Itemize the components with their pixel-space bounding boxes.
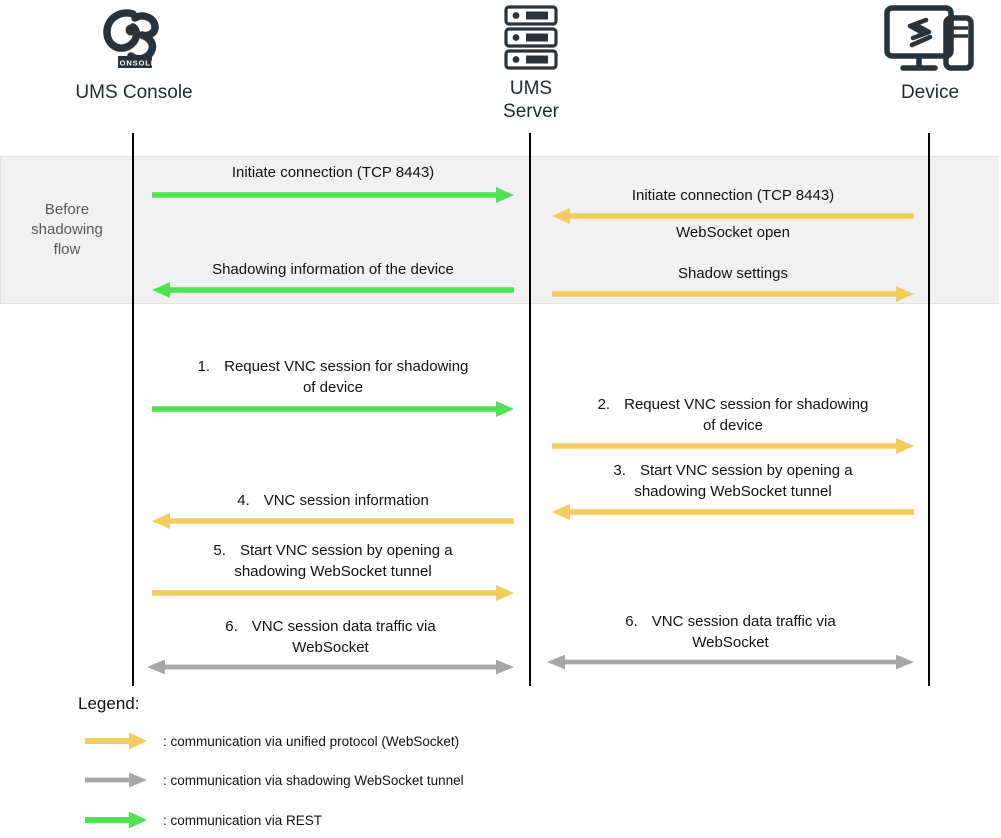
message-label: Initiate connection (TCP 8443) — [231, 164, 435, 181]
arrow-green-right — [152, 400, 514, 418]
message-number: 4. — [237, 492, 250, 509]
message-label: Shadowing information of the device — [212, 261, 454, 278]
lifeline-ums-server — [529, 133, 531, 686]
message-label-numbered: 6. VNC session data traffic via WebSocket — [547, 611, 914, 653]
actor-ums-server: UMS Server — [431, 4, 631, 123]
legend-label: : communication via REST — [163, 812, 323, 828]
ums-console-logo-icon: CONSOLE — [34, 6, 234, 81]
arrow-green-left — [152, 281, 514, 299]
message-text: Start VNC session by opening a shadowing… — [234, 542, 453, 580]
message-number: 3. — [613, 462, 626, 479]
server-rack-icon — [431, 4, 631, 77]
legend-label: : communication via unified protocol (We… — [163, 733, 460, 749]
message-number: 5. — [213, 542, 226, 559]
svg-text:CONSOLE: CONSOLE — [113, 59, 156, 68]
actor-label-ums-server: UMS Server — [503, 78, 559, 122]
legend-title: Legend: — [78, 694, 140, 713]
actor-device: Device — [830, 4, 1001, 104]
message-number: 1. — [197, 358, 211, 375]
message-text: Start VNC session by opening a shadowing… — [634, 462, 853, 500]
arrow-yellow-right — [152, 584, 514, 602]
message-label-numbered: 5. Start VNC session by opening a shadowi… — [152, 540, 514, 582]
message-number: 6. — [625, 613, 638, 630]
message-label: Initiate connection (TCP 8443) — [631, 187, 835, 204]
actor-ums-console: CONSOLE UMS Console — [34, 6, 234, 104]
actor-label-device: Device — [900, 82, 960, 103]
arrow-yellow-left — [552, 207, 914, 225]
arrow-green-icon — [85, 810, 147, 830]
lifeline-device — [928, 133, 930, 686]
arrow-gray-bidirectional — [547, 653, 914, 671]
legend-item-shadowing-tunnel: : communication via shadowing WebSocket … — [85, 770, 464, 790]
message-label-numbered: 2. Request VNC session for shadowing of d… — [552, 394, 914, 436]
arrow-gray-bidirectional — [147, 658, 514, 676]
message-text: Request VNC session for shadowing of dev… — [224, 358, 469, 396]
lifeline-ums-console — [132, 133, 134, 686]
message-label: WebSocket open — [676, 224, 790, 241]
message-text: VNC session information — [263, 492, 429, 509]
message-label: Shadow settings — [677, 265, 789, 282]
arrow-gray-icon — [85, 770, 147, 790]
message-label-numbered: 3. Start VNC session by opening a shadowi… — [552, 460, 914, 502]
message-number: 2. — [597, 396, 611, 413]
before-shadowing-band-label-cell: Before shadowing flow — [0, 156, 133, 304]
message-text: Request VNC session for shadowing of dev… — [624, 396, 869, 434]
monitor-pc-icon — [830, 4, 1001, 81]
arrow-yellow-icon — [85, 731, 147, 751]
arrow-yellow-left — [552, 503, 914, 521]
legend-item-rest: : communication via REST — [85, 810, 322, 830]
arrow-yellow-left — [152, 512, 514, 530]
message-text: VNC session data traffic via WebSocket — [251, 618, 436, 656]
legend-label: : communication via shadowing WebSocket … — [163, 772, 464, 788]
arrow-yellow-right — [552, 437, 914, 455]
message-number: 6. — [225, 618, 238, 635]
message-label-numbered: 6. VNC session data traffic via WebSocket — [147, 616, 514, 658]
message-label-numbered: 4. VNC session information — [152, 490, 514, 511]
arrow-green-right — [152, 186, 514, 204]
before-shadowing-label: Before shadowing flow — [31, 201, 103, 258]
message-label-numbered: 1. Request VNC session for shadowing of d… — [152, 356, 514, 398]
actor-label-ums-console: UMS Console — [75, 82, 193, 103]
before-shadowing-band — [0, 156, 999, 304]
arrow-yellow-right — [552, 285, 914, 303]
message-text: VNC session data traffic via WebSocket — [651, 613, 836, 651]
legend-item-unified-protocol: : communication via unified protocol (We… — [85, 731, 459, 751]
